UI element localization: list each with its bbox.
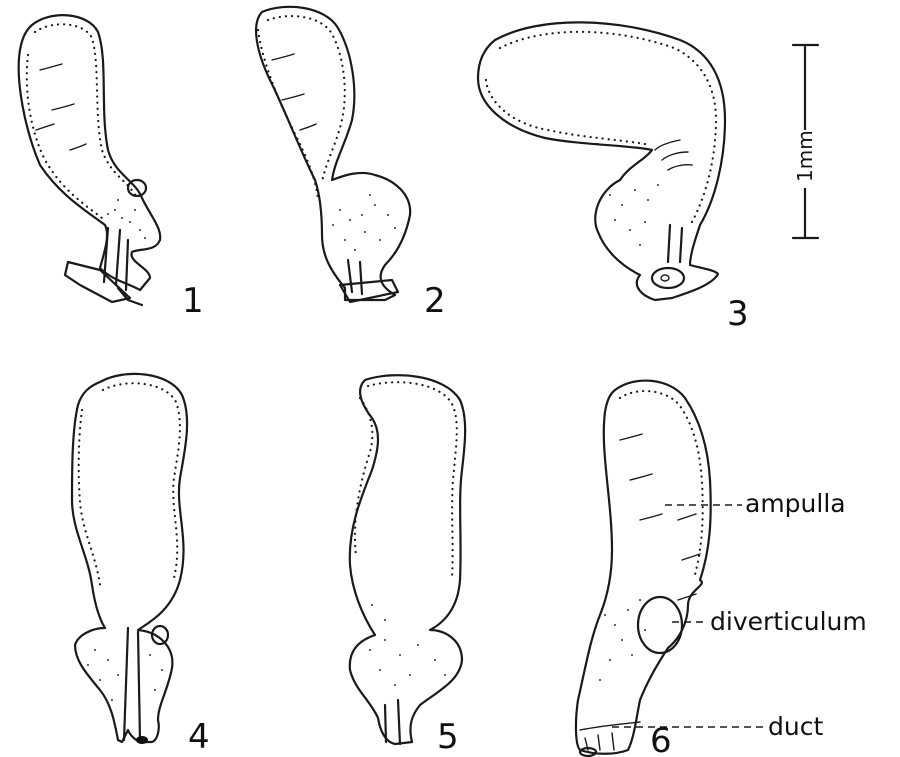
specimen-1 <box>19 15 161 305</box>
figure-number-4: 4 <box>188 717 210 757</box>
label-ampulla-group: ampulla <box>665 489 846 518</box>
scale-bar-label: 1mm <box>793 130 817 182</box>
scale-bar: 1mm <box>793 45 818 238</box>
specimen-4 <box>72 374 187 744</box>
specimen-2 <box>256 7 410 302</box>
label-duct-group: duct <box>612 712 823 741</box>
figure-number-2: 2 <box>424 281 446 321</box>
label-diverticulum-group: diverticulum <box>672 607 867 636</box>
label-ampulla: ampulla <box>745 489 846 518</box>
specimen-5 <box>350 375 465 744</box>
label-diverticulum: diverticulum <box>710 607 867 636</box>
specimen-3 <box>478 22 725 300</box>
specimen-6 <box>576 381 711 756</box>
figure-number-3: 3 <box>727 294 749 334</box>
figure-number-5: 5 <box>437 717 459 757</box>
figure-number-1: 1 <box>182 281 204 321</box>
label-duct: duct <box>768 712 823 741</box>
figure-number-6: 6 <box>650 721 672 757</box>
